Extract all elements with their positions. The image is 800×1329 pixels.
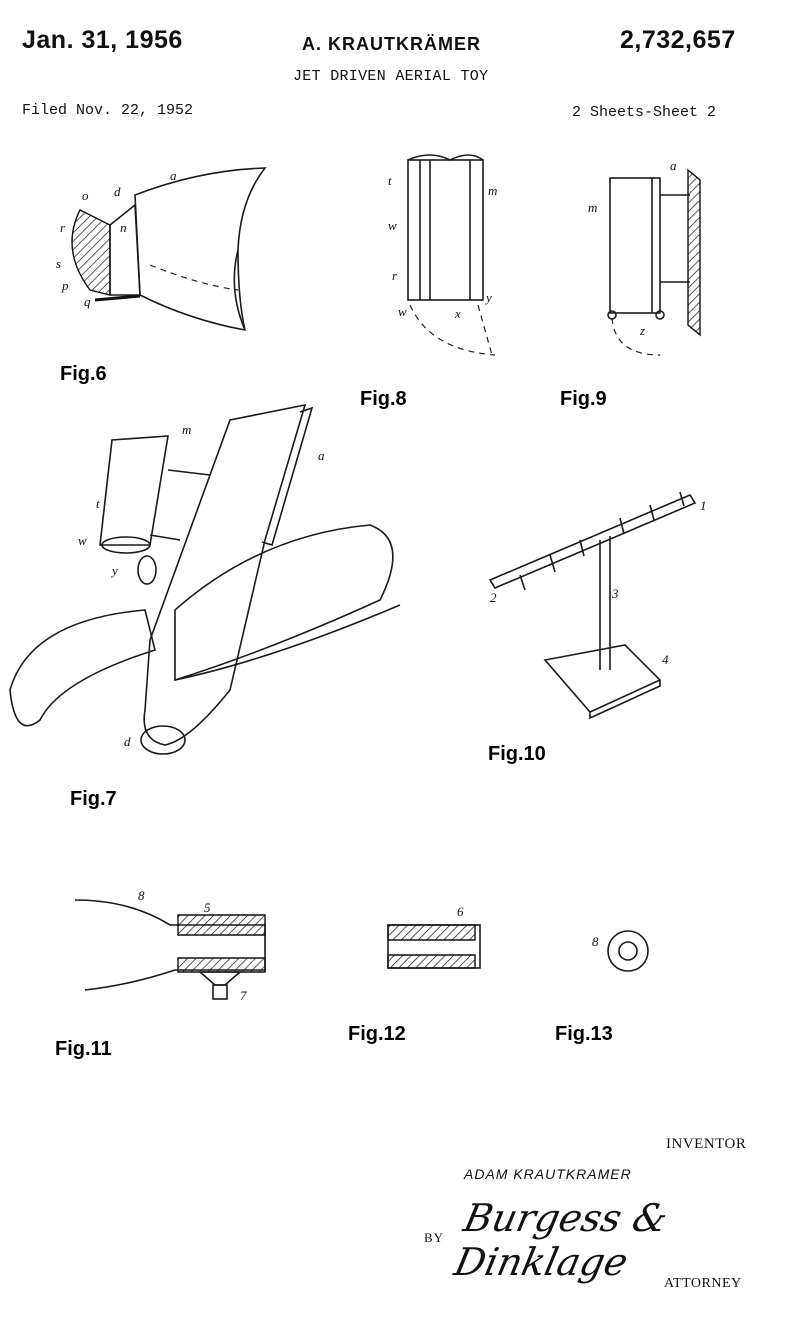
ref-label: 6 xyxy=(457,904,464,919)
ref-label: t xyxy=(388,173,392,188)
figure-label: Fig.8 xyxy=(360,388,407,410)
ref-label: m xyxy=(182,422,191,437)
ref-label: w xyxy=(388,218,397,233)
figure-label: Fig.10 xyxy=(488,743,546,765)
ref-label: 5 xyxy=(204,900,211,915)
ref-label: 7 xyxy=(240,988,247,1003)
ref-label: 4 xyxy=(662,652,669,667)
ref-label: 8 xyxy=(138,888,145,903)
figure-9-drawing: a m z xyxy=(588,158,701,356)
figure-10-drawing: 1 2 3 4 xyxy=(488,491,707,720)
figure-6-drawing: a o d r n s p q xyxy=(56,167,267,332)
figure-13-drawing: 8 xyxy=(592,930,649,972)
figure-12-drawing: 6 xyxy=(387,904,481,969)
ref-label: a xyxy=(170,168,177,183)
figure-label: Fig.13 xyxy=(555,1023,613,1045)
ref-label: m xyxy=(488,183,497,198)
ref-label: s xyxy=(56,256,61,271)
ref-label: 8 xyxy=(592,934,599,949)
figure-label: Fig.7 xyxy=(70,788,117,810)
ref-label: o xyxy=(82,188,89,203)
filed-date: Filed Nov. 22, 1952 xyxy=(22,102,194,119)
inventor-header: A. KRAUTKRÄMER xyxy=(302,34,481,54)
ref-label: w xyxy=(398,304,407,319)
attorney-signature: Burgess & Dinklage xyxy=(450,1196,672,1284)
ref-label: x xyxy=(454,306,461,321)
ref-label: w xyxy=(78,533,87,548)
ref-label: a xyxy=(670,158,677,173)
ref-label: y xyxy=(110,563,118,578)
figure-label: Fig.12 xyxy=(348,1023,406,1045)
by-label: BY xyxy=(424,1230,445,1245)
attorney-label: ATTORNEY xyxy=(664,1276,742,1291)
ref-label: r xyxy=(392,268,398,283)
inventor-full-name: ADAM KRAUTKRAMER xyxy=(464,1166,632,1182)
nozzle-row xyxy=(519,491,685,591)
ref-label: t xyxy=(96,496,100,511)
ref-label: d xyxy=(124,734,131,749)
inventor-label: INVENTOR xyxy=(666,1136,747,1152)
figure-7-drawing: m a t w y d xyxy=(9,403,401,755)
figure-label: Fig.11 xyxy=(55,1038,112,1060)
figure-11-drawing: 8 5 7 xyxy=(74,888,266,1003)
ref-label: d xyxy=(114,184,121,199)
figure-label: Fig.9 xyxy=(560,388,607,410)
figure-label: Fig.6 xyxy=(60,363,107,385)
sheet-count: 2 Sheets-Sheet 2 xyxy=(572,104,717,121)
patent-date: Jan. 31, 1956 xyxy=(22,26,183,54)
ref-label: a xyxy=(318,448,325,463)
ref-label: z xyxy=(639,323,645,338)
patent-number: 2,732,657 xyxy=(620,26,736,54)
ref-label: 3 xyxy=(611,586,619,601)
patent-title: JET DRIVEN AERIAL TOY xyxy=(293,68,489,85)
ref-label: n xyxy=(120,220,127,235)
ref-label: y xyxy=(484,290,492,305)
ref-label: r xyxy=(60,220,66,235)
figure-8-drawing: t m w r w x y xyxy=(388,154,497,356)
ref-label: q xyxy=(84,294,91,309)
ref-label: 1 xyxy=(700,498,707,513)
ref-label: m xyxy=(588,200,597,215)
ref-label: p xyxy=(61,278,69,293)
ref-label: 2 xyxy=(490,590,497,605)
